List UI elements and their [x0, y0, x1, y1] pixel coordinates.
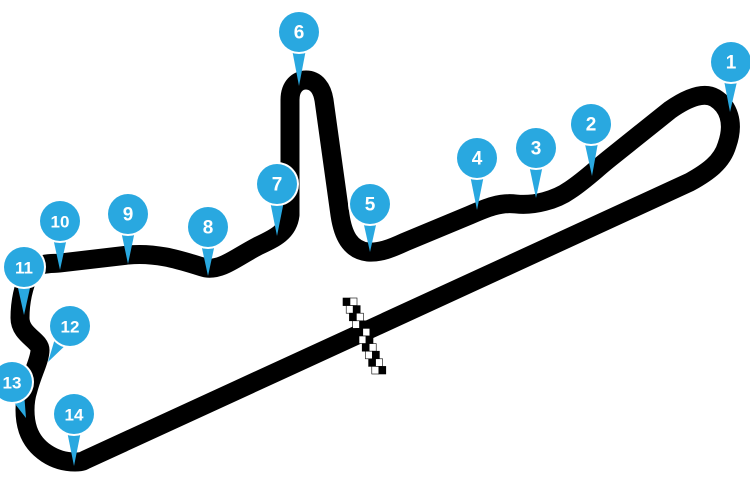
flag-square — [355, 328, 364, 337]
flag-square — [365, 335, 374, 344]
corner-number: 12 — [61, 318, 80, 337]
flag-square — [372, 350, 380, 360]
corner-number: 9 — [123, 205, 134, 226]
marker-disc — [457, 138, 497, 178]
corner-marker-1: 1 — [709, 40, 750, 112]
corner-marker-4: 4 — [455, 136, 499, 210]
corner-number: 4 — [472, 149, 483, 170]
marker-disc — [350, 184, 390, 224]
flag-square — [361, 343, 370, 352]
marker-disc — [571, 104, 611, 144]
flag-square — [371, 366, 380, 375]
corner-marker-6: 6 — [277, 10, 321, 86]
marker-disc — [40, 201, 80, 241]
corner-marker-2: 2 — [569, 102, 613, 176]
flag-square — [349, 297, 358, 306]
flag-square — [345, 305, 354, 314]
corner-number: 3 — [531, 139, 542, 160]
corner-marker-8: 8 — [186, 205, 230, 276]
corner-number: 14 — [65, 406, 84, 425]
marker-disc — [50, 306, 90, 346]
corner-number: 13 — [3, 374, 22, 393]
flag-square — [358, 335, 367, 344]
marker-disc — [0, 362, 32, 402]
flag-square — [342, 297, 351, 306]
flag-square — [352, 320, 360, 329]
marker-pin — [583, 135, 600, 176]
corner-marker-5: 5 — [348, 182, 392, 252]
marker-disc — [516, 128, 556, 168]
flag-square — [368, 358, 376, 367]
marker-disc — [188, 207, 228, 247]
marker-disc — [279, 12, 319, 52]
corner-number: 8 — [203, 218, 214, 239]
marker-pin — [66, 426, 82, 466]
marker-disc — [257, 164, 297, 204]
corner-marker-9: 9 — [106, 192, 150, 264]
corner-marker-14: 14 — [52, 392, 96, 466]
corner-number: 10 — [51, 213, 70, 232]
start-finish-line — [342, 297, 387, 375]
corner-marker-13: 13 — [0, 360, 34, 418]
corner-number: 2 — [586, 115, 597, 136]
flag-square — [349, 312, 357, 322]
marker-disc — [108, 194, 148, 234]
flag-square — [375, 358, 383, 367]
corner-number: 5 — [365, 195, 376, 216]
marker-pin — [269, 196, 285, 236]
corner-marker-12: 12 — [48, 304, 92, 362]
track-outline — [10, 70, 740, 472]
corner-number: 1 — [726, 53, 737, 74]
marker-pin — [291, 44, 307, 86]
flag-square — [362, 328, 371, 337]
corner-marker-7: 7 — [255, 162, 299, 236]
marker-pin — [469, 170, 485, 210]
flag-square — [368, 343, 377, 352]
flag-square — [352, 305, 361, 314]
flag-square — [378, 366, 387, 375]
corner-number: 6 — [294, 23, 305, 44]
flag-square — [359, 320, 367, 329]
marker-disc — [711, 42, 750, 82]
corner-marker-10: 10 — [38, 199, 82, 270]
corner-number: 7 — [272, 175, 283, 196]
corner-number: 11 — [15, 259, 33, 278]
marker-disc — [54, 394, 94, 434]
flag-square — [365, 350, 373, 360]
corner-marker-3: 3 — [514, 126, 558, 198]
corner-marker-11: 11 — [2, 245, 46, 315]
flag-square — [356, 312, 364, 322]
marker-disc — [4, 247, 44, 287]
